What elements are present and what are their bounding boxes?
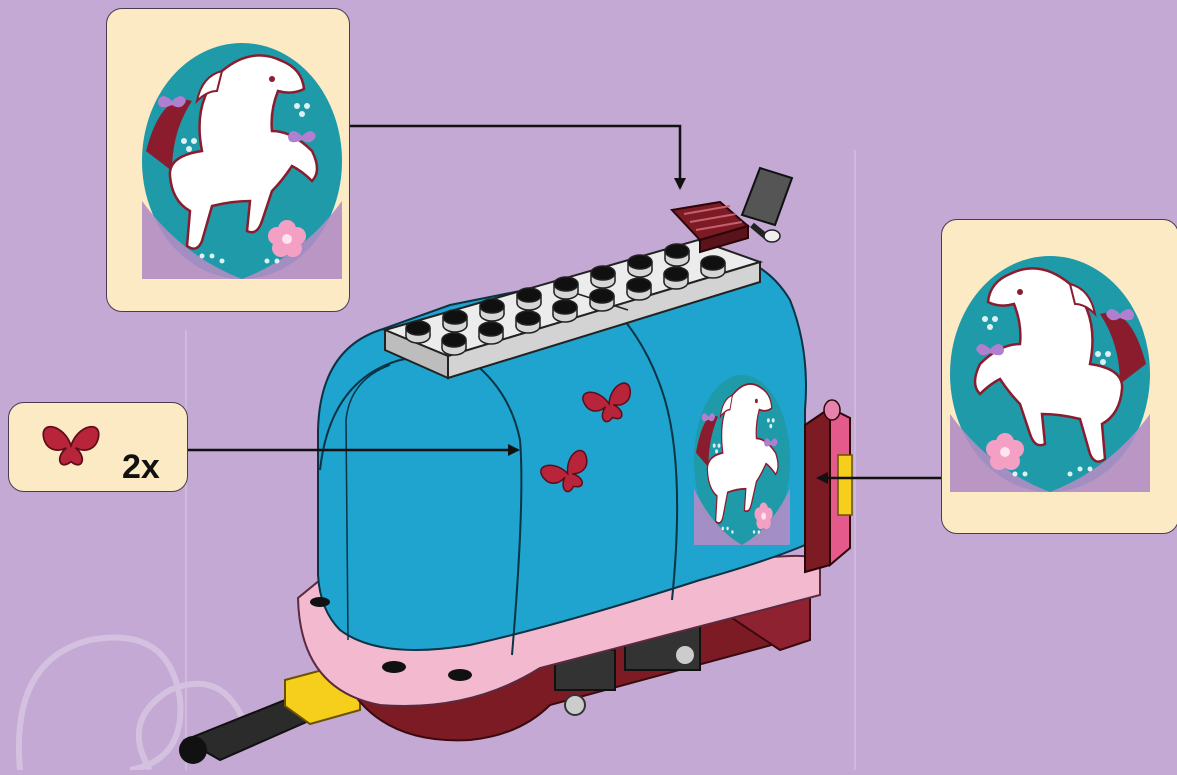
- horse-sticker-icon: [107, 9, 349, 311]
- butterfly-callout: [8, 402, 188, 492]
- pointer-arrow-icon: [350, 126, 680, 188]
- butterfly-sticker-icon: [9, 403, 187, 491]
- sticker-callout-top: [106, 8, 350, 312]
- sticker-callout-right: [941, 219, 1177, 534]
- horse-sticker-icon: [942, 220, 1177, 533]
- sticker-quantity-label: 2x: [122, 448, 160, 487]
